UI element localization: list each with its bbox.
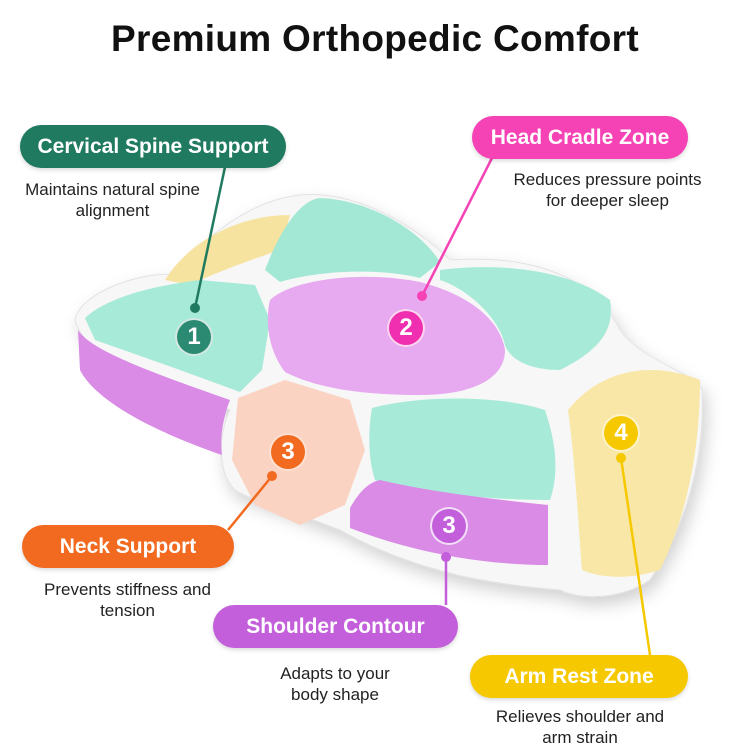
marker-2: 2: [387, 309, 425, 347]
shoulder-side-left: [78, 330, 230, 455]
head-leader-line: [420, 157, 494, 297]
arm-rest-zone-left: [165, 215, 290, 285]
marker-3-neck: 3: [269, 433, 307, 471]
head-cradle-zone-description: Reduces pressure points for deeper sleep: [513, 170, 702, 210]
neck-support-label: Neck Support: [22, 525, 234, 568]
neck-leader-line: [227, 475, 273, 531]
cervical-leader-dot: [190, 303, 200, 313]
arm-leader-line: [619, 457, 652, 656]
cervical-spine-support-description: Maintains natural spine alignment: [25, 180, 200, 220]
shoulder-leader-dot: [441, 552, 451, 562]
shoulder-contour-label: Shoulder Contour: [213, 605, 458, 648]
marker-1: 1: [175, 318, 213, 356]
arm-rest-zone-description: Relieves shoulder and arm strain: [495, 707, 665, 747]
neck-leader-dot: [267, 471, 277, 481]
head-zone-right: [440, 267, 611, 370]
marker-4: 4: [602, 414, 640, 452]
page-title: Premium Orthopedic Comfort: [111, 18, 639, 59]
cervical-leader-line: [193, 166, 227, 309]
marker-3-shoulder: 3: [430, 507, 468, 545]
shoulder-contour-description: Adapts to your body shape: [280, 664, 390, 704]
head-zone-top: [265, 198, 440, 282]
arm-rest-zone: [568, 370, 700, 577]
arm-rest-zone-label: Arm Rest Zone: [470, 655, 688, 698]
head-cradle-zone: [267, 276, 505, 395]
head-cradle-zone-label: Head Cradle Zone: [472, 116, 688, 159]
leader-lines: [190, 157, 652, 656]
arm-leader-dot: [616, 453, 626, 463]
neck-support-description: Prevents stiffness and tension: [44, 580, 211, 620]
support-zone-lower: [369, 398, 556, 500]
head-leader-dot: [417, 291, 427, 301]
cervical-spine-support-label: Cervical Spine Support: [20, 125, 286, 168]
